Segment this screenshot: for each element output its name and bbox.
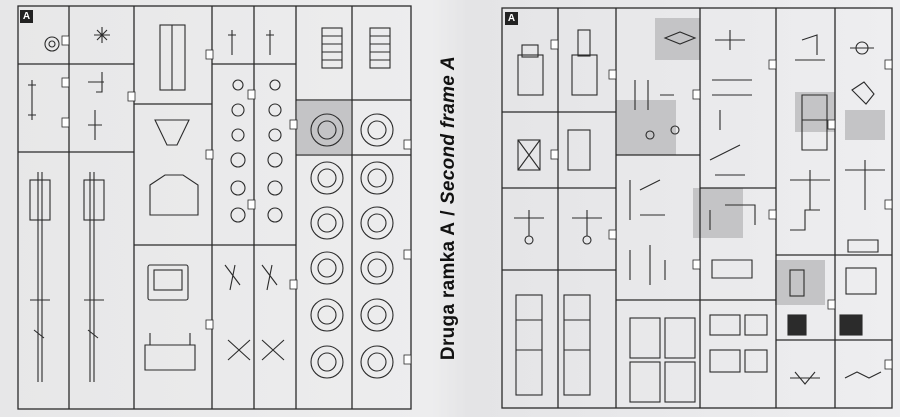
sprue-frame-left: A bbox=[0, 0, 440, 417]
sprue-frame-right: A bbox=[490, 0, 900, 417]
frame-letter-badge: A bbox=[20, 10, 33, 23]
frame-letter-badge: A bbox=[505, 12, 518, 25]
frame-caption: Druga ramka A / Second frame A bbox=[438, 38, 462, 378]
caption-english: Second frame A bbox=[438, 55, 459, 205]
caption-polish: Druga ramka A bbox=[438, 221, 459, 361]
caption-separator: / bbox=[438, 210, 459, 216]
